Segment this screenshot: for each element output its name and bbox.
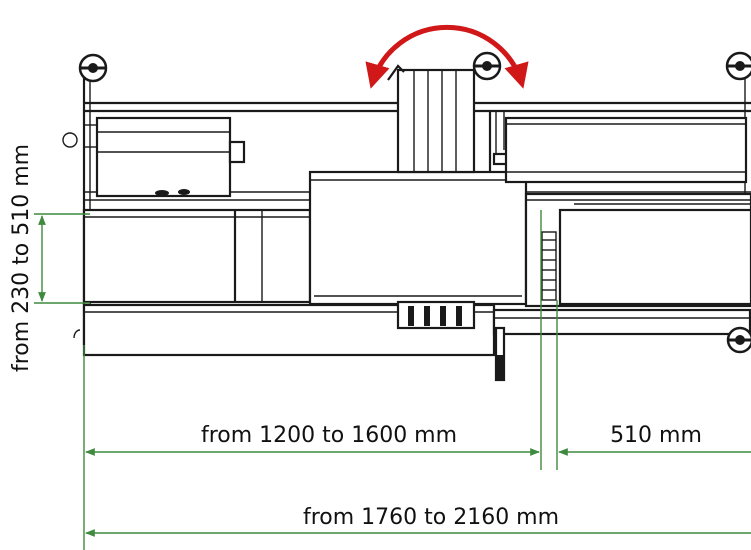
caster-wheel-icon [725,51,751,81]
inner-length-label: from 1200 to 1600 mm [201,423,457,448]
caster-wheel-icon [472,51,502,81]
right-section [504,116,751,308]
vertical-column [387,64,514,174]
motor-block [62,116,246,198]
center-head [308,170,528,330]
caster-wheel-icon [726,326,751,354]
total-length-label: from 1760 to 2160 mm [303,505,559,530]
extension-label: 510 mm [610,423,702,448]
dimension-lines [34,210,751,550]
width-range-label: from 230 to 510 mm [9,144,34,372]
rotate-arrow-icon [365,24,529,89]
conveyor-left [82,208,312,304]
caster-wheel-icon [78,53,108,83]
